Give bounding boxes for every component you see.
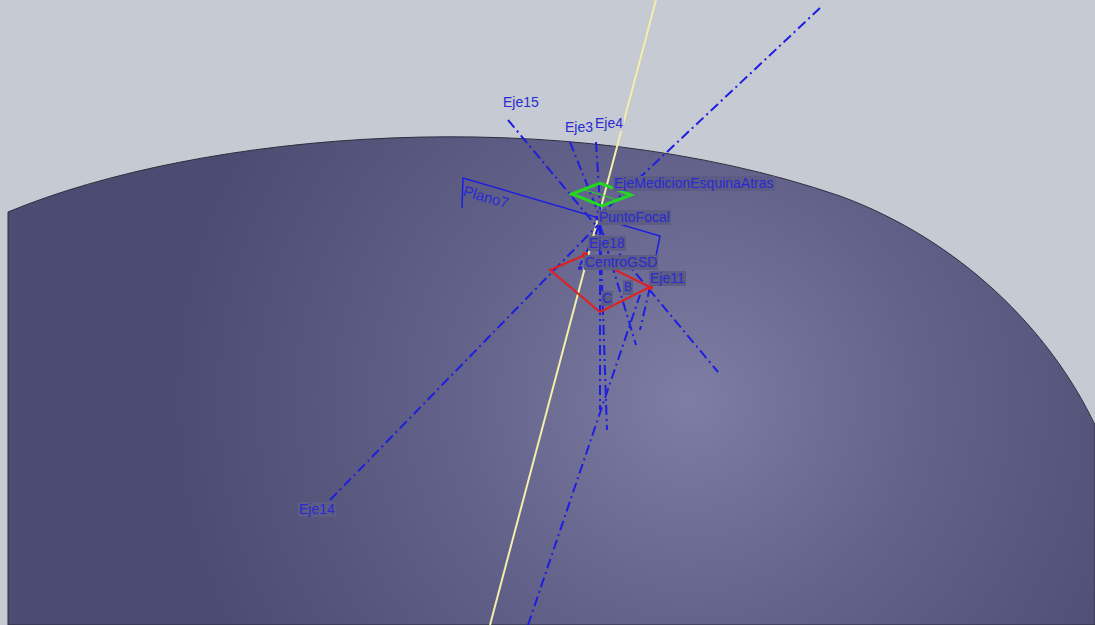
axis-label: Eje4 (594, 116, 624, 131)
sphere-surface (8, 137, 1095, 625)
axis-label: C (601, 291, 613, 306)
axis-label: Eje18 (588, 236, 626, 251)
axis-label: Eje14 (298, 502, 336, 517)
axis-label: Eje3 (564, 120, 594, 135)
yellow-axis (490, 0, 656, 625)
measurement-square (585, 190, 618, 200)
axis-label: EjeMedicionEsquinaAtras (613, 176, 775, 191)
axis-label: CentroGSD (584, 255, 658, 270)
axis-label: Eje15 (502, 95, 540, 110)
reference-axes (330, 8, 820, 625)
center-point (578, 266, 582, 270)
axis-label: Eje11 (649, 271, 686, 286)
axis-label: B (623, 280, 633, 295)
axis-label: PuntoFocal (598, 210, 671, 225)
plane-label: Plano7 (461, 182, 511, 211)
